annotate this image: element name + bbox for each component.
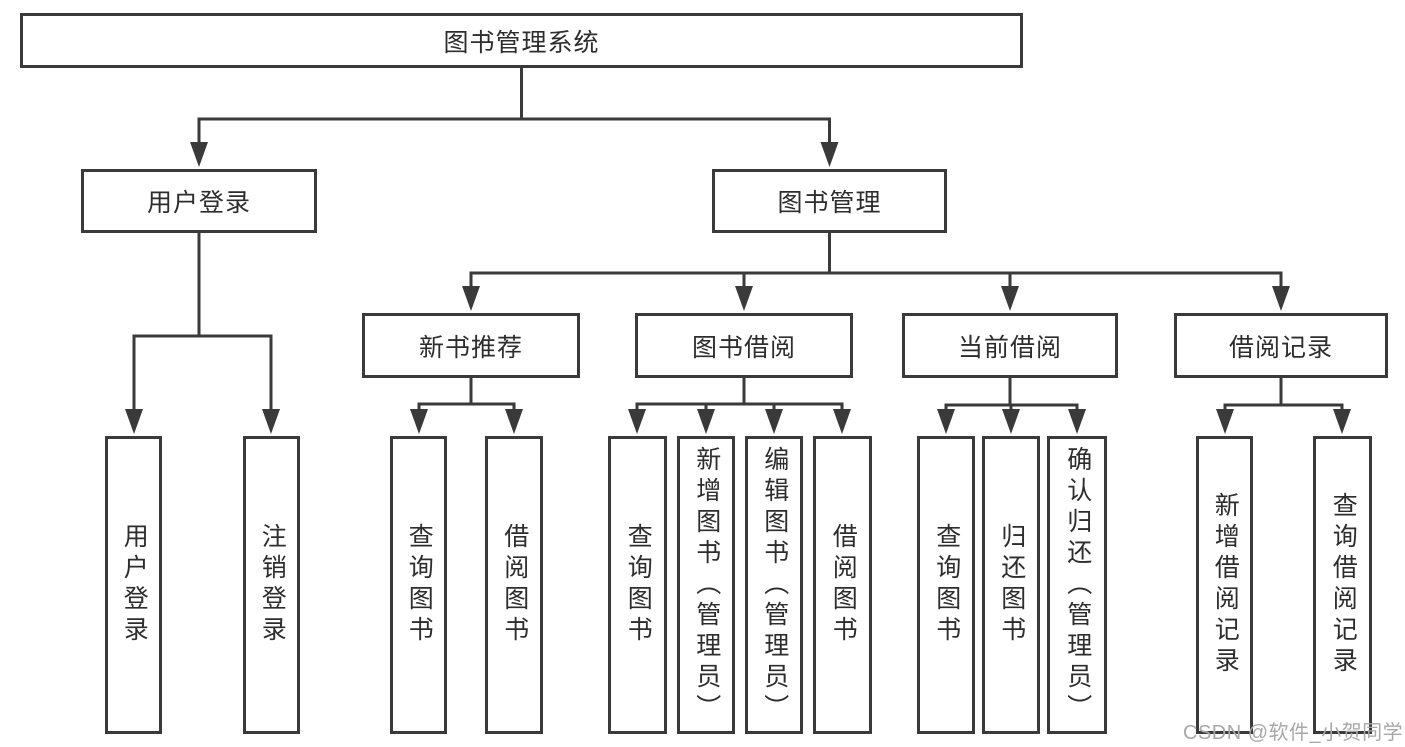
csdn-watermark: CSDN @软件_小贺同学 [1183,722,1404,744]
node-query-books-current: 查询图书 [917,436,975,734]
node-book-management: 图书管理 [712,169,947,233]
node-root: 图书管理系统 [20,13,1023,68]
node-new-book-recommend: 新书推荐 [362,313,580,378]
node-confirm-return-admin: 确认归还（管理员） [1047,436,1107,734]
node-logout-action: 注销登录 [243,436,300,734]
node-query-books-borrowing: 查询图书 [608,436,667,734]
node-query-borrow-record: 查询借阅记录 [1313,436,1372,734]
node-current-borrowing: 当前借阅 [902,313,1118,378]
node-borrowing-records: 借阅记录 [1174,313,1388,378]
node-return-books: 归还图书 [982,436,1040,734]
node-book-borrowing: 图书借阅 [635,313,853,378]
node-borrow-books-borrowing: 借阅图书 [813,436,872,734]
node-borrow-books-recommend: 借阅图书 [485,436,543,734]
node-add-borrow-record: 新增借阅记录 [1196,436,1253,734]
node-user-login: 用户登录 [81,169,317,233]
node-query-books-recommend: 查询图书 [390,436,447,734]
node-edit-books-admin: 编辑图书（管理员） [745,436,803,734]
node-add-books-admin: 新增图书（管理员） [677,436,735,734]
node-user-login-action: 用户登录 [105,436,162,734]
